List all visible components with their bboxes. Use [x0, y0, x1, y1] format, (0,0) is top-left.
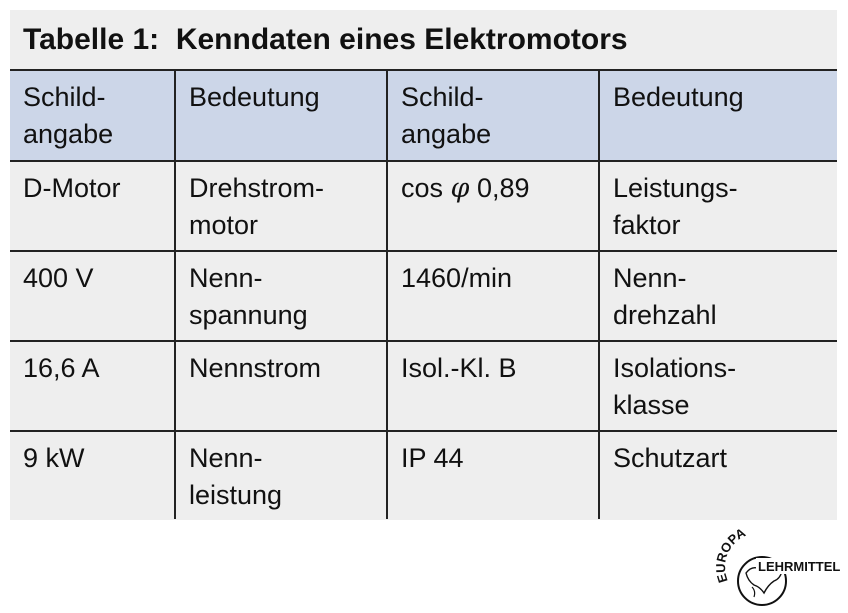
cell-line: IP 44 [401, 443, 464, 473]
header-bedeutung-1: Bedeutung [174, 71, 387, 162]
table-title: Tabelle 1: Kenndaten eines Elektromotors [10, 10, 837, 70]
table-cell: 400 V [10, 251, 175, 342]
table-row: D-Motor Drehstrom- motor cos φ 0,89 Leis… [10, 161, 837, 252]
cell-line: motor [189, 210, 259, 240]
table-cell: Leistungs- faktor [598, 161, 837, 252]
europa-lehrmittel-logo: EUROPA LEHRMITTEL [713, 525, 840, 606]
cell-line: Isol.-Kl. B [401, 353, 517, 383]
logo-top-textpath: EUROPA [713, 525, 749, 585]
logo-text-backdrop [756, 558, 838, 574]
header-line: Bedeutung [189, 82, 320, 112]
cell-line: Nenn- [189, 263, 263, 293]
globe-icon [737, 556, 787, 606]
cell-line: Nennstrom [189, 353, 322, 383]
cell-line: Nenn- [189, 443, 263, 473]
cell-line: leistung [189, 480, 283, 510]
power-factor-value: 0,89 [469, 173, 530, 203]
title-divider [10, 69, 837, 71]
table-cell: Nenn- drehzahl [598, 251, 837, 342]
cell-line: 1460/min [401, 263, 513, 293]
table-row: 9 kW Nenn- leistung IP 44 Schutzart [10, 431, 837, 519]
header-line: angabe [401, 119, 492, 149]
header-bedeutung-2: Bedeutung [598, 71, 837, 162]
cell-line: Leistungs- [613, 173, 738, 203]
header-line: Schild- [401, 82, 484, 112]
data-table: Tabelle 1: Kenndaten eines Elektromotors… [10, 10, 837, 520]
header-schildangabe-2: Schild- angabe [386, 71, 599, 162]
table-header-row: Schild- angabe Bedeutung Schild- angabe … [10, 71, 837, 162]
header-line: Schild- [23, 82, 106, 112]
table-row: 400 V Nenn- spannung 1460/min Nenn- dreh… [10, 251, 837, 342]
table-cell: IP 44 [386, 431, 599, 519]
table-cell: D-Motor [10, 161, 175, 252]
table-cell: 1460/min [386, 251, 599, 342]
phi-symbol: φ [450, 173, 470, 204]
cell-line: Drehstrom- [189, 173, 325, 203]
table-cell: Nenn- leistung [174, 431, 387, 519]
cell-line: Schutzart [613, 443, 728, 473]
cell-line: 400 V [23, 263, 94, 293]
cell-line: 9 kW [23, 443, 85, 473]
header-line: Bedeutung [613, 82, 744, 112]
cell-line: faktor [613, 210, 681, 240]
logo-bottom-text: LEHRMITTEL [758, 559, 840, 574]
table-cell: 16,6 A [10, 341, 175, 432]
table-cell: 9 kW [10, 431, 175, 519]
cell-line: klasse [613, 390, 690, 420]
motor-data-grid: Schild- angabe Bedeutung Schild- angabe … [10, 71, 837, 519]
cell-line: Isolations- [613, 353, 737, 383]
cell-line: drehzahl [613, 300, 717, 330]
table-row: 16,6 A Nennstrom Isol.-Kl. B Isolations-… [10, 341, 837, 432]
table-cell: Nennstrom [174, 341, 387, 432]
cell-line: Nenn- [613, 263, 687, 293]
cell-line: D-Motor [23, 173, 121, 203]
table-cell: cos φ 0,89 [386, 161, 599, 252]
cell-line: cos φ 0,89 [401, 170, 598, 207]
header-line: angabe [23, 119, 114, 149]
cell-line: spannung [189, 300, 308, 330]
table-cell: Drehstrom- motor [174, 161, 387, 252]
table-cell: Nenn- spannung [174, 251, 387, 342]
cos-label: cos [401, 173, 444, 203]
table-cell: Isol.-Kl. B [386, 341, 599, 432]
table-cell: Isolations- klasse [598, 341, 837, 432]
header-schildangabe-1: Schild- angabe [10, 71, 175, 162]
logo-top-text: EUROPA [713, 525, 749, 585]
table-cell: Schutzart [598, 431, 837, 519]
cell-line: 16,6 A [23, 353, 100, 383]
